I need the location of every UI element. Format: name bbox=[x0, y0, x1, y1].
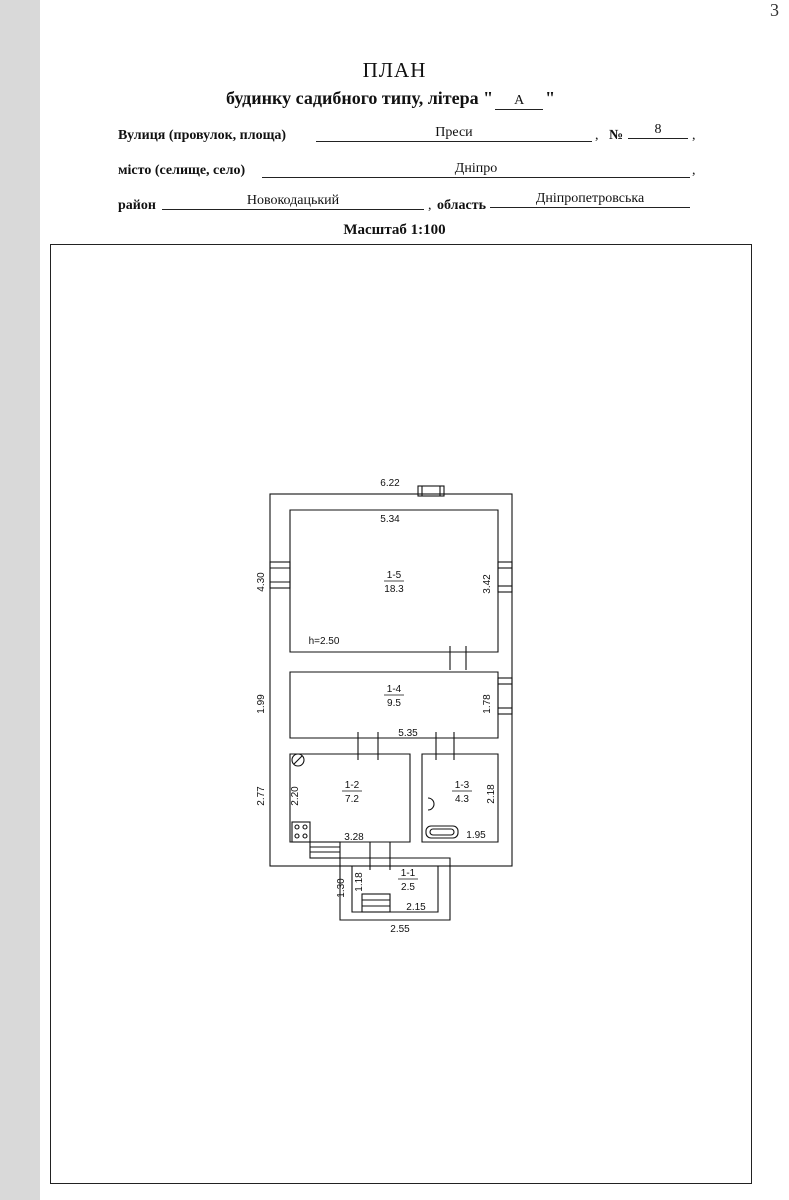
room-id: 1-2 bbox=[345, 780, 360, 791]
sink-icon bbox=[427, 797, 435, 811]
district-label: район bbox=[118, 198, 156, 213]
number-field: 8 bbox=[628, 122, 688, 139]
scan-margin bbox=[0, 0, 40, 1200]
porch-outer bbox=[339, 857, 451, 921]
district-field: Новокодацький bbox=[162, 193, 424, 210]
window-left bbox=[269, 561, 291, 589]
dim-label: 1.18 bbox=[354, 872, 365, 892]
steps-icon bbox=[361, 893, 391, 913]
room-id: 1-4 bbox=[387, 684, 402, 695]
litera-field: А bbox=[495, 93, 544, 110]
room-area: 9.5 bbox=[387, 698, 401, 709]
dim-label: 2.15 bbox=[406, 902, 426, 913]
room-id: 1-3 bbox=[455, 780, 470, 791]
window-right-1 bbox=[497, 561, 513, 593]
dim-label: 3.28 bbox=[344, 832, 364, 843]
dim-label: 2.20 bbox=[290, 786, 301, 806]
region-field: Дніпропетровська bbox=[490, 191, 690, 208]
room-area: 4.3 bbox=[455, 794, 469, 805]
region-label: область bbox=[437, 198, 486, 213]
room-1-2-walls bbox=[289, 753, 411, 843]
dim-label: 2.18 bbox=[486, 784, 497, 804]
bathtub-icon bbox=[425, 825, 459, 839]
subtitle-suffix: " bbox=[545, 88, 556, 108]
room-1-3-walls bbox=[421, 753, 499, 843]
window-right-2 bbox=[497, 677, 513, 715]
room-1-4-walls bbox=[289, 671, 499, 739]
room-id: 1-5 bbox=[387, 570, 402, 581]
room-area: 18.3 bbox=[384, 584, 404, 595]
city-field: Дніпро bbox=[262, 161, 690, 178]
comma: , bbox=[692, 128, 696, 143]
scale-label: Масштаб 1:100 bbox=[343, 222, 446, 238]
number-label: № bbox=[609, 128, 624, 143]
dim-label: 5.35 bbox=[398, 728, 418, 739]
window-top bbox=[417, 485, 445, 497]
outer-wall bbox=[269, 493, 513, 867]
boiler-icon bbox=[291, 753, 305, 767]
page-subtitle: будинку садибного типу, літера "А" bbox=[226, 88, 555, 110]
room-id: 1-1 bbox=[401, 868, 416, 879]
comma: , bbox=[595, 128, 599, 143]
ceiling-height: h=2.50 bbox=[309, 636, 340, 647]
dim-label: 1.30 bbox=[336, 878, 347, 898]
room-1-5-walls bbox=[289, 509, 499, 653]
room-area: 2.5 bbox=[401, 882, 415, 893]
dim-label: 5.34 bbox=[380, 514, 400, 525]
floor-plan: 1-5 18.3 1-4 9.5 1-2 7.2 1-3 4.3 1-1 2.5… bbox=[256, 478, 513, 935]
corner-mark: 3 bbox=[770, 0, 779, 20]
street-label: Вулиця (провулок, площа) bbox=[118, 128, 287, 143]
comma: , bbox=[692, 163, 696, 178]
dim-label: 2.55 bbox=[390, 924, 410, 935]
comma: , bbox=[428, 198, 432, 213]
city-label: місто (селище, село) bbox=[118, 163, 246, 178]
dim-label: 2.77 bbox=[256, 786, 267, 806]
street-field: Преси bbox=[316, 125, 592, 142]
room-area: 7.2 bbox=[345, 794, 359, 805]
stove-icon bbox=[291, 821, 311, 843]
subtitle-prefix: будинку садибного типу, літера " bbox=[226, 88, 494, 108]
dim-label: 1.95 bbox=[466, 830, 486, 841]
dim-label: 1.78 bbox=[482, 694, 493, 714]
steps-icon bbox=[309, 841, 341, 859]
dim-label: 6.22 bbox=[380, 478, 400, 489]
porch-inner bbox=[351, 865, 439, 913]
dim-label: 3.42 bbox=[482, 574, 493, 594]
dim-label: 4.30 bbox=[256, 572, 267, 592]
drawing-frame bbox=[50, 244, 752, 1184]
dim-label: 1.99 bbox=[256, 694, 267, 714]
page-title: ПЛАН bbox=[362, 58, 427, 82]
